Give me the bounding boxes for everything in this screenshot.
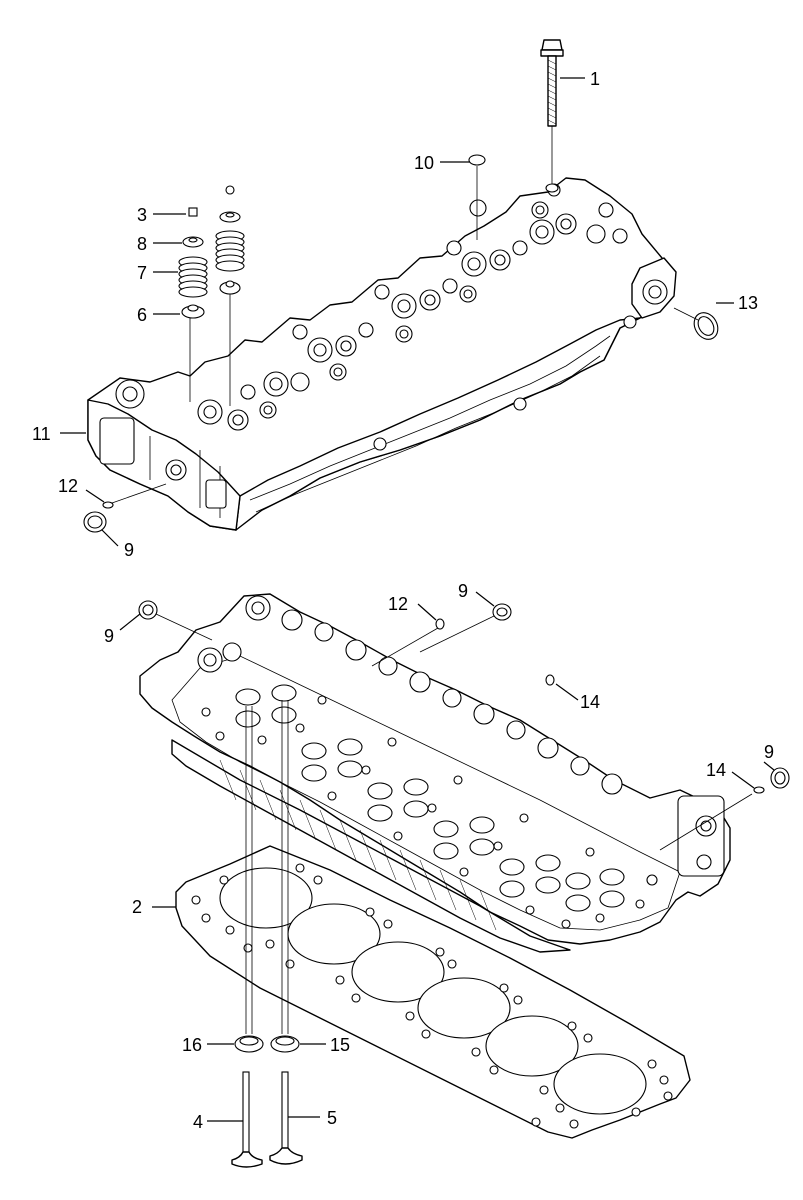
combustion-ports xyxy=(235,684,625,912)
callout-9-c: 9 xyxy=(458,581,468,601)
cylinder-head-bottom-view xyxy=(139,593,731,953)
callout-2: 2 xyxy=(132,897,142,917)
callout-14-b: 14 xyxy=(706,760,726,780)
intake-valve xyxy=(269,1071,303,1165)
dowel-pin-right xyxy=(659,786,765,851)
callout-5: 5 xyxy=(327,1108,337,1128)
callout-13: 13 xyxy=(738,293,758,313)
callout-11: 11 xyxy=(32,424,51,444)
head-ports xyxy=(197,183,637,451)
dowel-pin-upper-mid xyxy=(371,618,445,667)
valve-parts-stack-left xyxy=(178,207,208,402)
callout-10: 10 xyxy=(414,153,434,173)
callout-14-a: 14 xyxy=(580,692,600,712)
head-gasket xyxy=(175,845,691,1139)
callout-8: 8 xyxy=(137,234,147,254)
gasket-holes xyxy=(191,863,673,1129)
seal-ring-lower-right xyxy=(770,767,790,789)
valve-guides xyxy=(245,700,289,1034)
seal-ring-left xyxy=(83,511,107,533)
callout-9-d: 9 xyxy=(764,742,774,762)
manifold-ports xyxy=(281,609,623,795)
dowel-pin-mid xyxy=(545,674,555,686)
callout-9-a: 9 xyxy=(124,540,134,560)
callout-15: 15 xyxy=(330,1035,350,1055)
callout-4: 4 xyxy=(193,1112,203,1132)
callout-3: 3 xyxy=(137,205,147,225)
leader-lines xyxy=(60,77,775,1122)
callout-12-b: 12 xyxy=(388,594,408,614)
callout-9-b: 9 xyxy=(104,626,114,646)
valve-stem-seal-15 xyxy=(270,1035,300,1053)
bottom-small-holes xyxy=(201,695,658,929)
head-bolt xyxy=(540,39,564,193)
callout-12-a: 12 xyxy=(58,476,78,496)
seal-ring-upper-left xyxy=(138,600,213,641)
dowel-pin-left xyxy=(102,483,167,509)
exhaust-valve xyxy=(231,1071,263,1168)
callout-7: 7 xyxy=(137,263,147,283)
valve-stem-seal-16 xyxy=(234,1035,264,1053)
valve-parts-stack-right xyxy=(215,185,245,406)
o-ring xyxy=(468,154,486,240)
callout-6: 6 xyxy=(137,305,147,325)
cylinder-head-top-view xyxy=(87,177,677,531)
seal-ring-upper-mid xyxy=(419,603,512,653)
callout-1: 1 xyxy=(590,69,600,89)
callout-labels: 1 2 3 4 5 6 7 8 9 9 9 9 10 11 12 12 13 1… xyxy=(32,69,774,1132)
callout-16: 16 xyxy=(182,1035,202,1055)
